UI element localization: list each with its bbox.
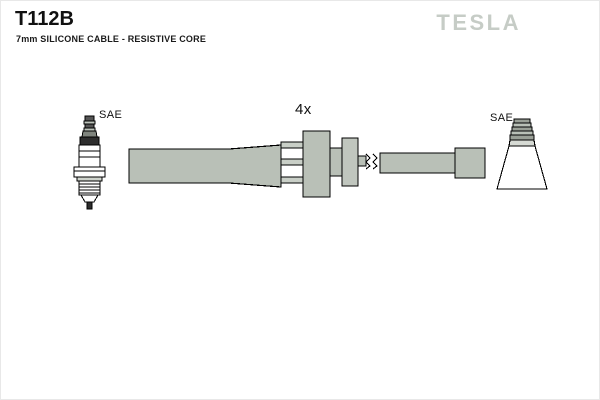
- cable-break-symbol: [357, 153, 378, 170]
- connector-body-graphic: [302, 130, 359, 198]
- label-quantity-4x: 4x: [295, 101, 312, 118]
- cable-run-graphic: [379, 152, 456, 174]
- label-sae-left: SAE: [99, 109, 123, 121]
- part-description: 7mm SILICONE CABLE - RESISTIVE CORE: [16, 34, 207, 44]
- boot-rib-fins: [280, 141, 304, 184]
- spark-plug-graphic: [73, 115, 106, 210]
- terminal-end-cap-graphic: [454, 147, 486, 179]
- plug-boot-graphic: [128, 144, 282, 188]
- page-title: T112B: [15, 8, 74, 30]
- tesla-brand-logo: TESLA: [436, 10, 521, 35]
- distributor-boot-graphic: [496, 118, 548, 190]
- label-sae-right: SAE: [490, 112, 514, 124]
